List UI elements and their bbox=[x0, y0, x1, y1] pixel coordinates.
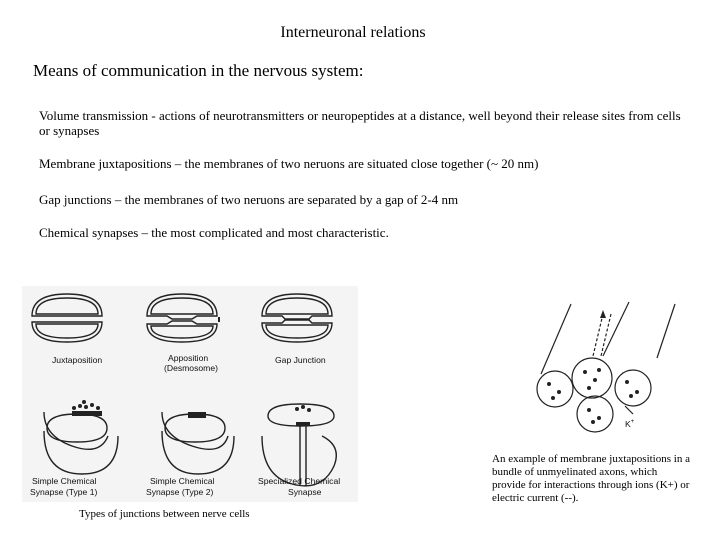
paragraph-membrane-juxtapositions: Membrane juxtapositions – the membranes … bbox=[39, 156, 539, 171]
label-desmosome: (Desmosome) bbox=[164, 363, 218, 373]
axon-figure-caption: An example of membrane juxtapositions in… bbox=[492, 453, 690, 504]
label-simple-chemical-2: Simple Chemical bbox=[150, 476, 215, 486]
axon-bundle-figure: K+ bbox=[536, 301, 676, 433]
junction-figure-caption: Types of junctions between nerve cells bbox=[79, 508, 250, 520]
page-title: Interneuronal relations bbox=[280, 24, 426, 41]
label-synapse-type1: Synapse (Type 1) bbox=[30, 487, 97, 497]
label-synapse: Synapse bbox=[288, 487, 322, 497]
junction-types-figure: Juxtaposition Apposition (Desmosome) Gap… bbox=[22, 286, 358, 502]
paragraph-volume-transmission: Volume transmission - actions of neurotr… bbox=[39, 108, 681, 138]
label-gap-junction: Gap Junction bbox=[275, 355, 326, 365]
label-specialized-chemical: Specialized Chemical bbox=[258, 476, 340, 486]
section-heading: Means of communication in the nervous sy… bbox=[33, 61, 364, 80]
label-simple-chemical-1: Simple Chemical bbox=[32, 476, 97, 486]
label-potassium-ion: K+ bbox=[625, 419, 635, 429]
label-juxtaposition: Juxtaposition bbox=[52, 355, 102, 365]
label-synapse-type2: Synapse (Type 2) bbox=[146, 487, 213, 497]
label-apposition: Apposition bbox=[168, 353, 208, 363]
paragraph-chemical-synapses: Chemical synapses – the most complicated… bbox=[39, 225, 389, 240]
paragraph-gap-junctions: Gap junctions – the membranes of two ner… bbox=[39, 192, 459, 207]
